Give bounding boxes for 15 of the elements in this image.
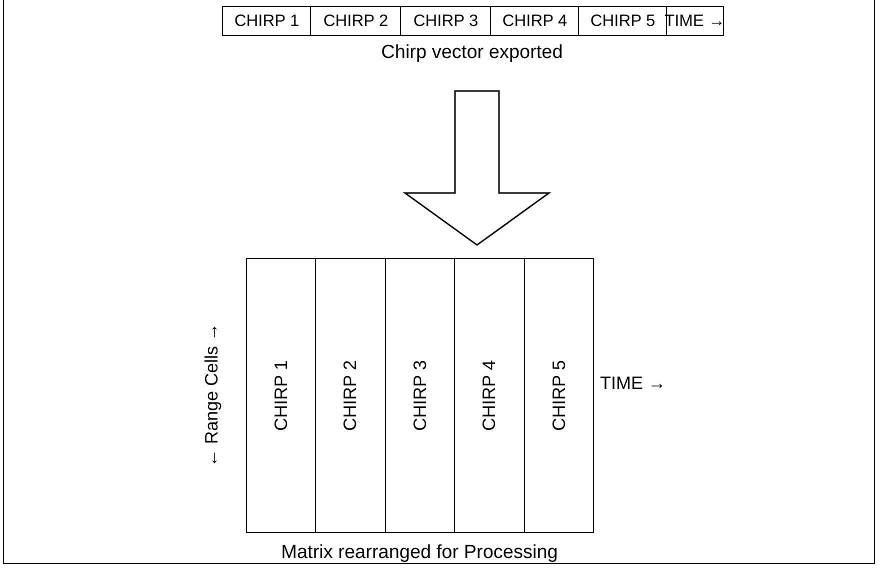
- matrix-column: CHIRP 2: [315, 258, 386, 533]
- block-arrow: [402, 90, 552, 246]
- matrix-column: CHIRP 3: [384, 258, 456, 533]
- matrix-column: CHIRP 4: [454, 258, 526, 533]
- node-label: Chirp vector exported: [380, 42, 564, 64]
- vector-cell: CHIRP 5: [578, 6, 668, 36]
- vector-cell: CHIRP 4: [490, 6, 580, 36]
- node-label: Matrix rearranged for Processing: [280, 542, 559, 564]
- vector-cell: CHIRP 2: [310, 6, 402, 36]
- vector-cell: CHIRP 1: [222, 6, 312, 36]
- matrix-column: CHIRP 1: [246, 258, 317, 533]
- matrix-column: CHIRP 5: [524, 258, 594, 533]
- vector-cell: CHIRP 3: [400, 6, 492, 36]
- axis-label: ← Range Cells →: [202, 322, 222, 468]
- axis-label: TIME →: [600, 373, 666, 394]
